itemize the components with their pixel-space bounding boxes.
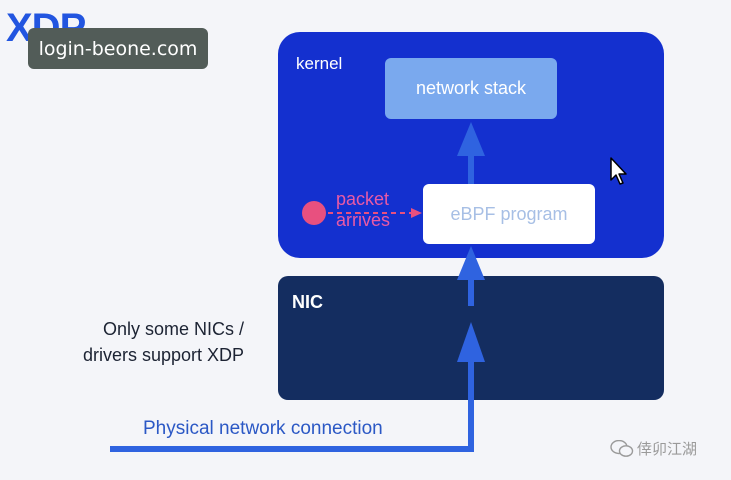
kernel-label: kernel	[296, 54, 343, 73]
packet-label-line1: packet	[336, 189, 390, 209]
packet-arrowhead	[411, 208, 422, 218]
note-line2: drivers support XDP	[82, 345, 244, 365]
note-line1: Only some NICs /	[102, 319, 244, 339]
ebpf-program-box: eBPF program	[423, 184, 595, 244]
nic-support-note: Only some NICs / drivers support XDP	[34, 316, 244, 368]
wechat-icon	[610, 439, 634, 457]
wechat-watermark: 倖卯江湖	[610, 438, 697, 459]
ebpf-up-arrow	[457, 246, 485, 280]
packet-arrives-label: packet arrives	[336, 189, 390, 231]
nic-up-arrow	[457, 322, 485, 362]
stack-up-arrow	[457, 122, 485, 156]
nic-label: NIC	[292, 292, 323, 312]
watermark-badge: login-beone.com	[28, 28, 208, 69]
connection-line	[110, 360, 474, 452]
network-stack-box: network stack	[385, 58, 557, 119]
wechat-watermark-text: 倖卯江湖	[637, 440, 698, 458]
physical-connection-label: Physical network connection	[143, 418, 383, 439]
packet-label-line2: arrives	[336, 210, 391, 230]
mouse-cursor-icon	[610, 157, 627, 185]
packet-dot	[302, 201, 326, 225]
